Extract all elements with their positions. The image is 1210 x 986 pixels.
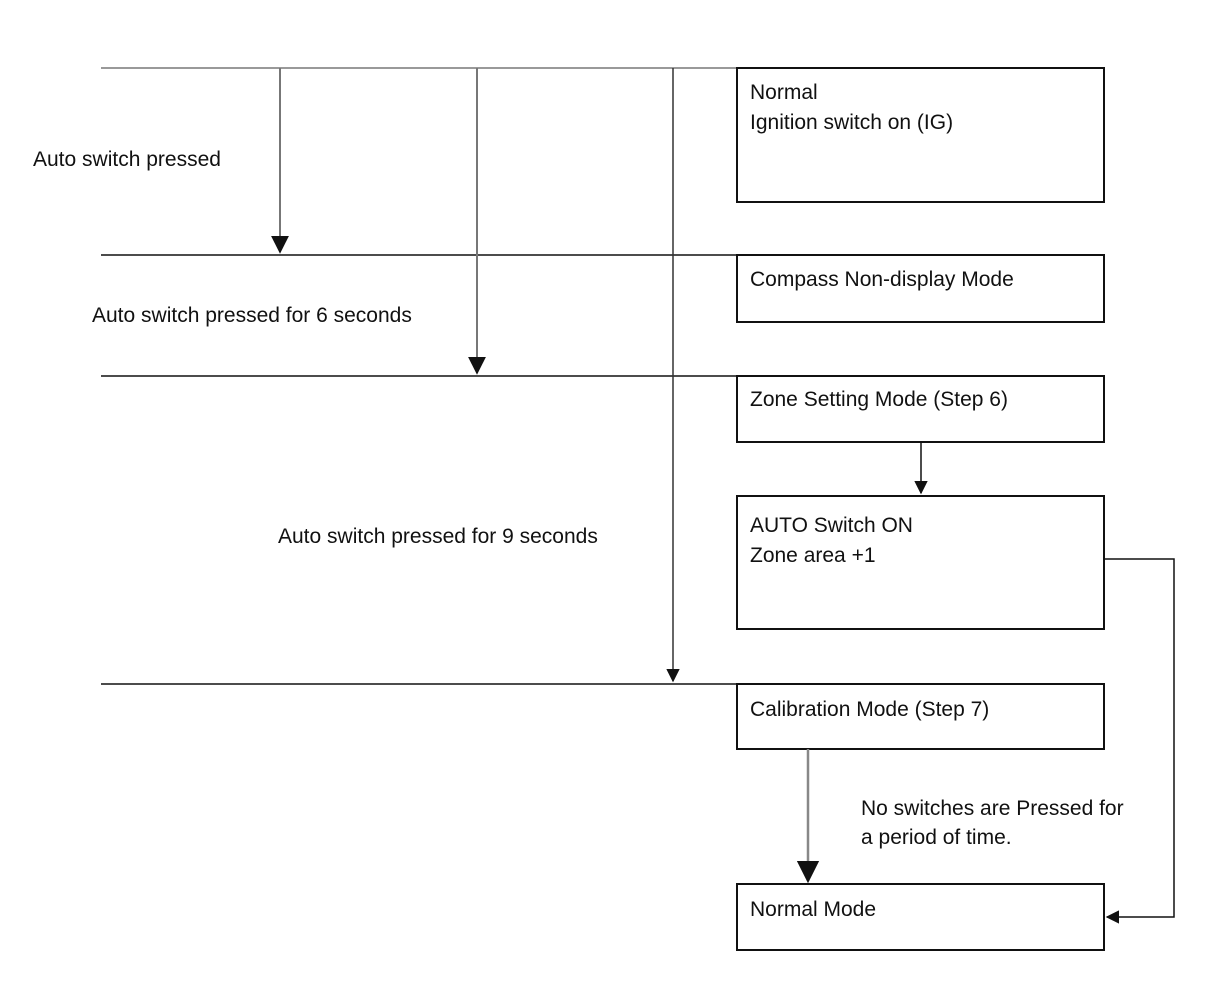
box-normal-line1: Normal xyxy=(750,81,818,104)
label-auto-pressed: Auto switch pressed xyxy=(33,148,221,171)
box-normal-mode xyxy=(736,883,1105,951)
box-normal xyxy=(736,67,1105,203)
box-zone xyxy=(736,375,1105,443)
box-compass xyxy=(736,254,1105,323)
label-no-switch-2: a period of time. xyxy=(861,826,1012,849)
label-no-switch-1: No switches are Pressed for xyxy=(861,797,1124,820)
box-normal-mode-label: Normal Mode xyxy=(750,898,876,921)
box-zone-label: Zone Setting Mode (Step 6) xyxy=(750,388,1008,411)
box-normal-line2: Ignition switch on (IG) xyxy=(750,111,953,134)
label-auto-6s: Auto switch pressed for 6 seconds xyxy=(92,304,412,327)
box-compass-label: Compass Non-display Mode xyxy=(750,268,1014,291)
box-calibration xyxy=(736,683,1105,750)
box-auto-line2: Zone area +1 xyxy=(750,544,876,567)
box-auto-switch xyxy=(736,495,1105,630)
box-calibration-label: Calibration Mode (Step 7) xyxy=(750,698,989,721)
label-auto-9s: Auto switch pressed for 9 seconds xyxy=(278,525,598,548)
arrow-auto-return xyxy=(1104,558,1175,924)
box-auto-line1: AUTO Switch ON xyxy=(750,514,913,537)
